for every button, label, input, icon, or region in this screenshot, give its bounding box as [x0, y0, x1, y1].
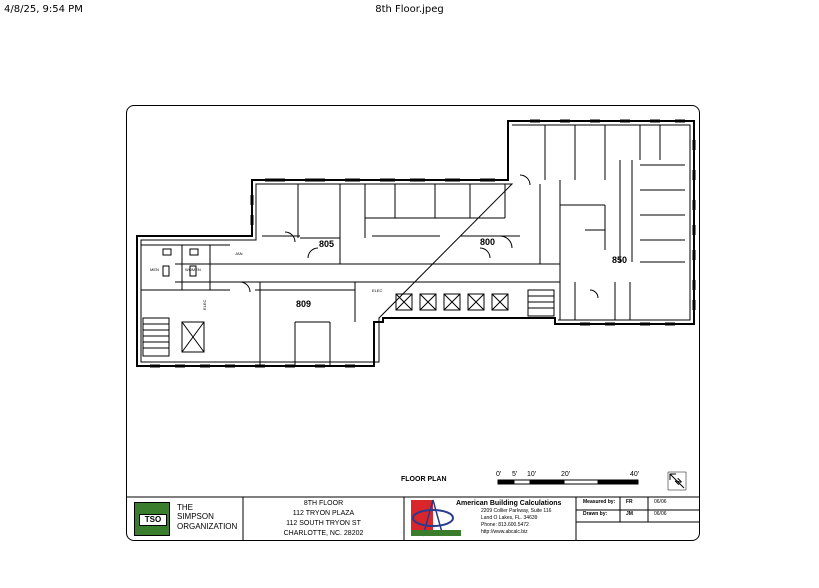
scale-20: 20' — [561, 471, 571, 478]
drawing-sheet — [126, 105, 700, 541]
drawn-date: 06/06 — [654, 511, 667, 517]
company-web: http://www.abcalc.biz — [481, 529, 528, 535]
room-men: MEN — [150, 267, 159, 272]
room-800: 800 — [480, 237, 496, 247]
tso-logo-text: TSO — [139, 514, 167, 526]
print-datetime: 4/8/25, 9:54 PM — [4, 4, 83, 15]
floor-name: 8TH FLOOR — [303, 500, 344, 507]
company-address1: 2209 Collier Parkway, Suite 116 — [481, 508, 552, 514]
drawn-by-value: JM — [626, 511, 633, 517]
drawn-by-label: Drawn by: — [583, 511, 608, 517]
room-805: 805 — [319, 239, 335, 249]
building-name: 112 TRYON PLAZA — [292, 510, 355, 517]
elevator-shafts — [395, 293, 509, 311]
scale-40: 40' — [630, 471, 640, 478]
room-jan: JAN — [235, 251, 243, 256]
room-women: WOMEN — [185, 267, 201, 272]
company-phone: Phone: 813.600.5472 — [481, 522, 529, 528]
room-elec: ELEC — [372, 288, 383, 293]
main-corridor — [175, 263, 560, 283]
scale-0: 0' — [496, 471, 502, 478]
room-850: 850 — [612, 255, 628, 265]
room-809: 809 — [296, 299, 312, 309]
org-name-line2: SIMPSON — [177, 512, 214, 521]
measured-by-value: FR — [626, 499, 633, 505]
print-filename: 8th Floor.jpeg — [375, 4, 444, 15]
scale-bar — [497, 479, 639, 485]
company-address2: Land O Lakes, FL. 34639 — [481, 515, 538, 521]
north-arrow-icon — [667, 471, 687, 491]
company-name: American Building Calculations — [456, 500, 562, 507]
measured-by-label: Measured by: — [583, 499, 616, 505]
city-address: CHARLOTTE, NC. 28202 — [283, 530, 364, 537]
street-address: 112 SOUTH TRYON ST — [286, 520, 361, 527]
scale-10: 10' — [527, 471, 537, 478]
tso-logo: TSO — [134, 502, 170, 536]
measured-date: 06/06 — [654, 499, 667, 505]
org-name-line3: ORGANIZATION — [177, 522, 238, 531]
scale-5: 5' — [512, 471, 518, 478]
org-name-line1: THE — [177, 503, 193, 512]
floor-plan-label: FLOOR PLAN — [401, 476, 447, 483]
